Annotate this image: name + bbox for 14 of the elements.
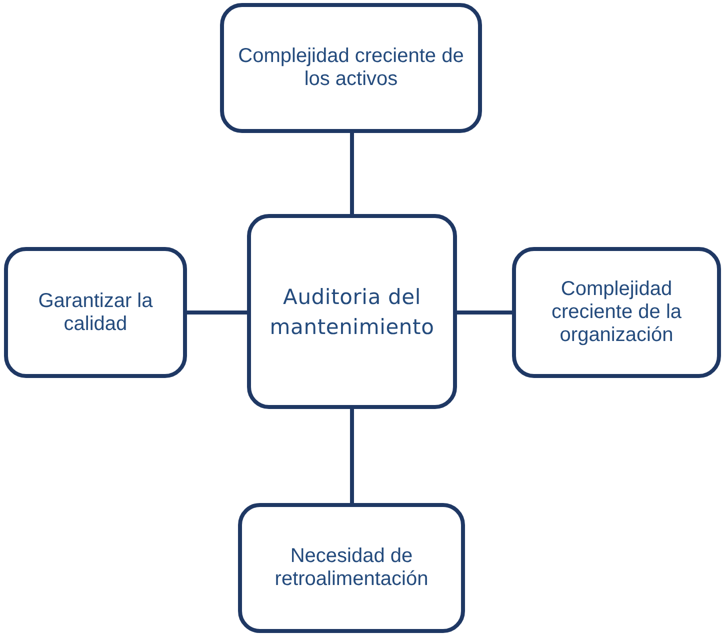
box-label: Necesidad de retroalimentación — [274, 545, 430, 591]
rounded-box — [247, 214, 457, 409]
rounded-box — [4, 247, 187, 378]
connector-line — [350, 133, 354, 214]
rounded-box — [238, 503, 465, 633]
connector-line — [187, 310, 247, 314]
box-label: Complejidad creciente de los activos — [237, 45, 465, 91]
box-label: Auditoria del mantenimiento — [268, 284, 436, 340]
rounded-box — [220, 3, 482, 133]
rounded-box — [512, 247, 721, 378]
connector-line — [457, 310, 512, 314]
connector-line — [350, 409, 354, 503]
box-label: Garantizar la calidad — [37, 290, 154, 336]
box-label: Complejidad creciente de la organización — [550, 278, 683, 347]
